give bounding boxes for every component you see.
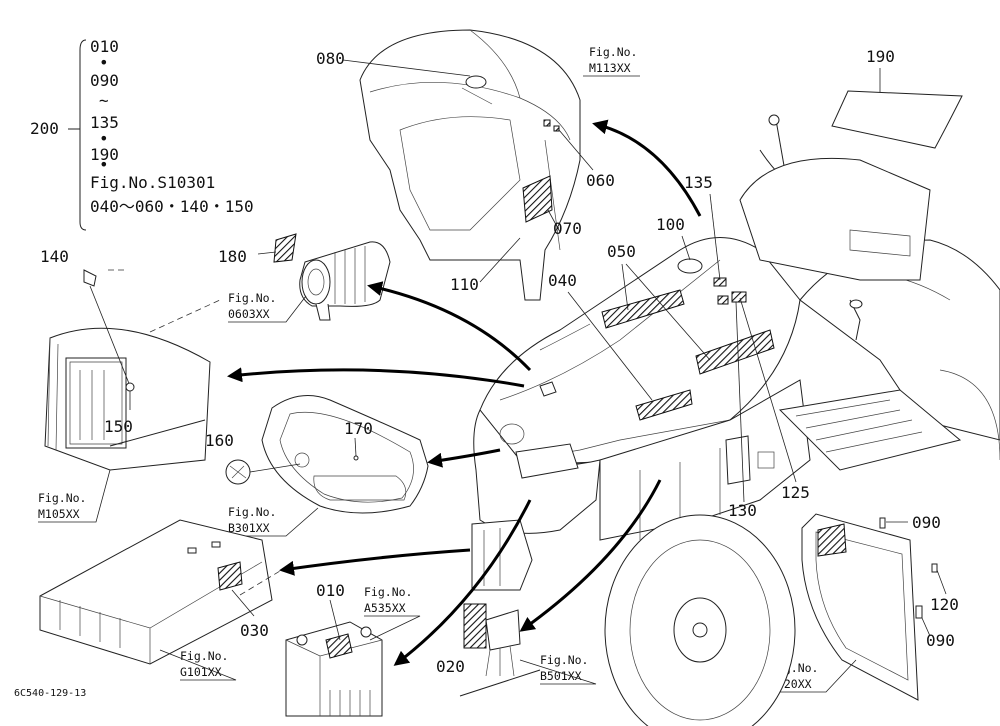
part-label: 135 — [684, 173, 713, 192]
legend-line: ~ — [99, 91, 109, 110]
legend-line: • — [99, 155, 109, 174]
legend-line: 135 — [90, 113, 119, 132]
fig-code: M113XX — [589, 61, 631, 75]
side-panel-a420 — [801, 513, 947, 701]
fig-label: Fig.No. — [364, 585, 412, 599]
front-panel-170 — [225, 395, 429, 514]
connector-020 — [459, 603, 541, 697]
fig-label: Fig.No. — [228, 291, 276, 305]
part-label: 170 — [344, 419, 373, 438]
legend-line: 190 — [90, 145, 119, 164]
fig-label: Fig.No. — [589, 45, 637, 59]
part-label: 100 — [656, 215, 685, 234]
fig-code: G101XX — [180, 665, 222, 679]
fig-label: Fig.No. — [228, 505, 276, 519]
front-frame-030 — [39, 519, 291, 665]
assembly-legend: 200 010 • 090 ~ 135 • 190 • Fig.No.S1030… — [30, 37, 254, 231]
part-label: 090 — [926, 631, 955, 650]
part-label: 050 — [607, 242, 636, 261]
legend-line: 090 — [90, 71, 119, 90]
part-label: 090 — [912, 513, 941, 532]
drawing-code: 6C540-129-13 — [14, 688, 86, 699]
legend-line: Fig.No.S10301 — [90, 173, 215, 192]
part-label: 080 — [316, 49, 345, 68]
part-label: 030 — [240, 621, 269, 640]
tractor-body — [471, 114, 1000, 726]
legend-line: • — [99, 129, 109, 148]
part-label: 010 — [316, 581, 345, 600]
fig-label: Fig.No. — [38, 491, 86, 505]
legend-line: 010 — [90, 37, 119, 56]
bonnet-hood — [342, 29, 640, 301]
assembly-number: 200 — [30, 119, 59, 138]
part-label: 060 — [586, 171, 615, 190]
part-label: 130 — [728, 501, 757, 520]
fig-code: A535XX — [364, 601, 406, 615]
front-grille — [44, 269, 221, 471]
manual-sheet-190: 190 — [831, 47, 963, 149]
fig-code: 0603XX — [228, 307, 270, 321]
part-label: 150 — [104, 417, 133, 436]
battery-010 — [285, 599, 383, 717]
part-label: 120 — [930, 595, 959, 614]
fig-label: Fig.No. — [180, 649, 228, 663]
part-label: 070 — [553, 219, 582, 238]
part-label: 180 — [218, 247, 247, 266]
part-label: 020 — [436, 657, 465, 676]
part-label: 190 — [866, 47, 895, 66]
fig-code: B501XX — [540, 669, 582, 683]
fig-code: M105XX — [38, 507, 80, 521]
part-label: 110 — [450, 275, 479, 294]
part-label: 125 — [781, 483, 810, 502]
legend-line: • — [99, 53, 109, 72]
explode-arrows — [227, 119, 702, 666]
fig-code: B301XX — [228, 521, 270, 535]
fig-label: Fig.No. — [540, 653, 588, 667]
part-label: 040 — [548, 271, 577, 290]
part-label: 140 — [40, 247, 69, 266]
air-cleaner-180 — [257, 233, 391, 321]
legend-line: 040～060・140・150 — [90, 197, 254, 216]
part-label: 160 — [205, 431, 234, 450]
